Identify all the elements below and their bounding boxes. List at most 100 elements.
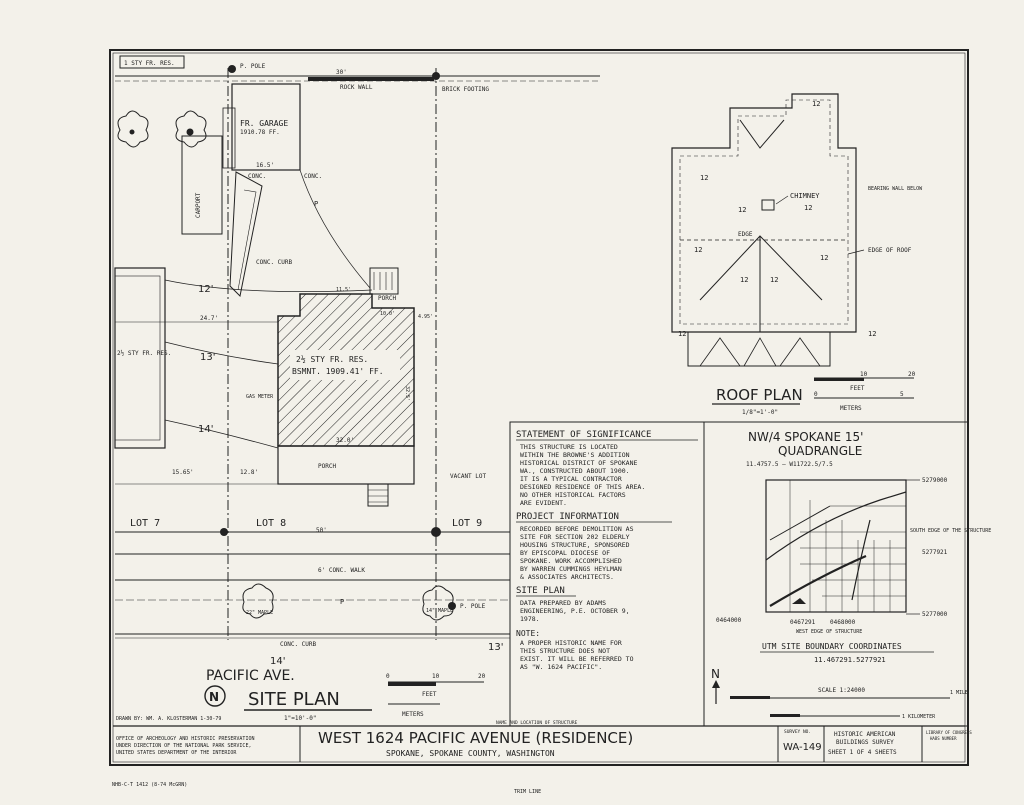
pitch-label: 12	[740, 276, 748, 284]
quadrangle-box: NW/4 SPOKANE 15' QUADRANGLE 11.4757.5 – …	[703, 421, 991, 727]
label-conc-curb: CONC. CURB	[256, 259, 293, 266]
agency-line-3: UNITED STATES DEPARTMENT OF THE INTERIOR	[116, 750, 237, 756]
site-plan: 1 STY FR. RES. P. POLE 30' ROCK WALL BRI…	[114, 55, 600, 722]
footer-left: NHB-C-T 1412 (8-74 McGRN)	[112, 782, 187, 788]
drawing-title: WEST 1624 PACIFIC AVENUE (RESIDENCE)	[318, 729, 633, 747]
statement-box: STATEMENT OF SIGNIFICANCE THIS STRUCTURE…	[509, 421, 705, 727]
proj-line: & ASSOCIATES ARCHITECTS.	[520, 573, 614, 581]
utm-heading: UTM SITE BOUNDARY COORDINATES	[762, 642, 902, 651]
trim-line: TRIM LINE	[514, 789, 541, 795]
quad-title-1: NW/4 SPOKANE 15'	[748, 430, 863, 444]
pitch-label: 12	[738, 206, 746, 214]
name-location-label: NAME AND LOCATION OF STRUCTURE	[496, 720, 578, 726]
site-heading: SITE PLAN	[516, 586, 565, 596]
pitch-label: 12	[694, 246, 702, 254]
label-p-line: P	[314, 200, 318, 208]
site-line: ENGINEERING, P.E. OCTOBER 9,	[520, 607, 630, 615]
label-res-left: 2½ STY FR. RES.	[117, 350, 171, 357]
label-maple-right: 14" MAPLE	[426, 608, 453, 614]
label-dim-12-8: 12.8'	[240, 469, 258, 476]
roof-scale-5: 5	[900, 391, 904, 398]
pitch-label: 12	[820, 254, 828, 262]
sig-line: DESIGNED RESIDENCE OF THIS AREA.	[520, 483, 645, 491]
label-dim-24-7: 24.7'	[200, 315, 218, 322]
title-block: OFFICE OF ARCHEOLOGY AND HISTORIC PRESER…	[112, 720, 972, 795]
quad-north: N	[711, 667, 720, 681]
quad-mile: 1 MILE	[950, 690, 968, 696]
habs-line-2: BUILDINGS SURVEY	[836, 739, 894, 746]
sig-line: IT IS A TYPICAL CONTRACTOR	[520, 475, 622, 483]
pitch-label: 12	[868, 330, 876, 338]
sheet-number: SHEET 1 OF 4 SHEETS	[828, 749, 897, 756]
roof-scale-0: 0	[814, 391, 818, 398]
label-brick-footing: BRICK FOOTING	[442, 86, 489, 93]
label-dim-16-5: 16.5'	[256, 162, 274, 169]
label-conc-curb-2: CONC. CURB	[280, 641, 317, 648]
label-dim-13-street: 13'	[488, 642, 503, 653]
label-conc-1: CONC.	[248, 173, 266, 180]
note-line: THIS STRUCTURE DOES NOT	[520, 647, 610, 655]
label-lot8: LOT 8	[256, 518, 286, 529]
label-gas-meter: GAS METER	[246, 394, 274, 400]
proj-line: RECORDED BEFORE DEMOLITION AS	[520, 525, 634, 533]
sig-heading: STATEMENT OF SIGNIFICANCE	[516, 430, 651, 440]
roof-scale-10: 10	[860, 371, 868, 378]
label-dim-13: 13'	[200, 352, 215, 363]
label-p-line-2: P	[340, 598, 344, 606]
pitch-label: 12	[812, 100, 820, 108]
label-site-plan-title: SITE PLAN	[248, 689, 340, 710]
agency-line-2: UNDER DIRECTION OF THE NATIONAL PARK SER…	[116, 743, 251, 749]
label-rock-wall: ROCK WALL	[340, 84, 373, 91]
label-dim-12: 12'	[198, 284, 213, 295]
site-line: DATA PREPARED BY ADAMS	[520, 599, 606, 607]
roof-plan-scale: 1/8"=1'-0"	[742, 409, 778, 416]
quad-e-mid2: 0468000	[830, 619, 856, 626]
label-dim-14-street: 14'	[270, 656, 285, 667]
label-dim-14: 14'	[198, 424, 213, 435]
quad-south-edge: SOUTH EDGE OF THE STRUCTURE	[910, 528, 991, 534]
quad-scale: SCALE 1:24000	[818, 687, 865, 694]
label-main-res-1: 2½ STY FR. RES.	[296, 354, 368, 364]
label-dim-50: 50'	[316, 527, 327, 534]
proj-line: BY WARREN CUMMINGS HEYLMAN	[520, 565, 622, 573]
roof-scale-feet: FEET	[850, 385, 865, 392]
site-line: 1978.	[520, 615, 540, 623]
sig-line: NO OTHER HISTORICAL FACTORS	[520, 491, 626, 499]
pitch-label: 12	[678, 330, 686, 338]
roof-scale-20: 20	[908, 371, 916, 378]
sig-line: ARE EVIDENT.	[520, 499, 567, 507]
label-site-scale: 1"=10'-0"	[284, 715, 317, 722]
label-conc-walk: 6' CONC. WALK	[318, 567, 365, 574]
pitch-label: 12	[770, 276, 778, 284]
label-pacific-ave: PACIFIC AVE.	[206, 668, 295, 684]
label-conc-2: CONC.	[304, 173, 322, 180]
agency-line-1: OFFICE OF ARCHEOLOGY AND HISTORIC PRESER…	[116, 736, 254, 742]
label-dim-32: 32.0'	[336, 437, 354, 444]
proj-heading: PROJECT INFORMATION	[516, 512, 619, 522]
site-scale-0: 0	[386, 673, 390, 680]
label-lot7: LOT 7	[130, 518, 160, 529]
survey-no-label: SURVEY NO.	[784, 729, 811, 735]
sig-line: WITHIN THE BROWNE'S ADDITION	[520, 451, 630, 459]
utm-value: 11.467291.5277921	[814, 656, 886, 664]
label-1-sty-res: 1 STY FR. RES.	[124, 60, 175, 67]
pitch-label: 12	[804, 204, 812, 212]
sig-line: THIS STRUCTURE IS LOCATED	[520, 443, 618, 451]
label-p-pole-bottom: P. POLE	[460, 603, 486, 610]
label-drawn-by: DRAWN BY: WM. A. KLOSTERMAN 1-30-79	[116, 716, 221, 722]
label-bearing-wall: BEARING WALL BELOW	[868, 186, 923, 192]
roof-plan-title: ROOF PLAN	[716, 386, 803, 404]
note-line: A PROPER HISTORIC NAME FOR	[520, 639, 622, 647]
label-porch-back: PORCH	[378, 295, 396, 302]
label-dim-15-65: 15.65'	[172, 469, 194, 476]
note-heading: NOTE:	[516, 629, 540, 638]
proj-line: BY EPISCOPAL DIOCESE OF	[520, 549, 610, 557]
pitch-label: 12	[700, 174, 708, 182]
drawing-subtitle: SPOKANE, SPOKANE COUNTY, WASHINGTON	[386, 749, 555, 758]
label-dim-32-5: 32.5'	[404, 386, 410, 401]
label-p-pole-top: P. POLE	[240, 63, 266, 70]
label-dim-30: 30'	[336, 69, 347, 76]
label-lot9: LOT 9	[452, 518, 482, 529]
quad-title-2: QUADRANGLE	[778, 444, 862, 458]
